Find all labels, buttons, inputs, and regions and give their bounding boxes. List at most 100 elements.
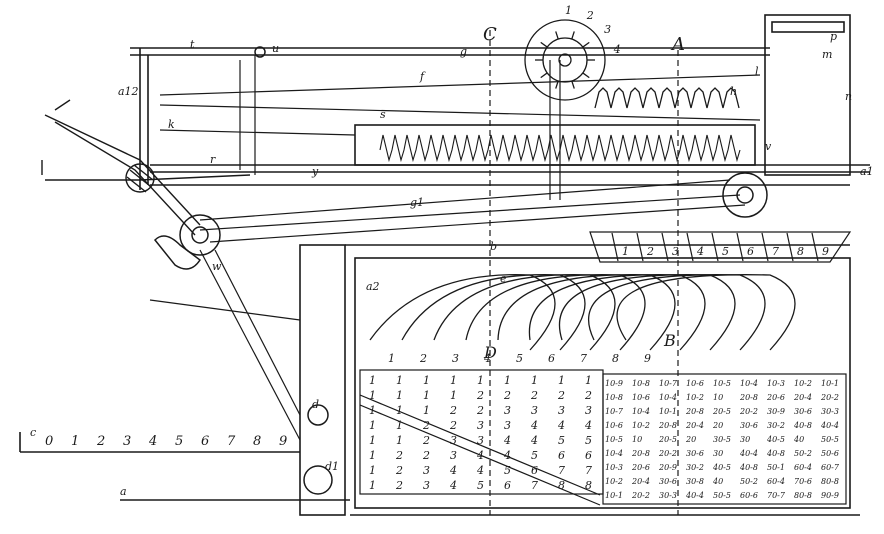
right-table-cell: 20-4 — [631, 477, 650, 486]
fan-divider — [711, 232, 719, 262]
right-table-cell: 40-4 — [739, 449, 758, 458]
left-table-cell: 1 — [369, 479, 376, 492]
right-table-cell: 20-2 — [631, 491, 650, 500]
arc-digit: 1 — [388, 352, 395, 365]
label-d: d — [312, 398, 319, 411]
left-table-cell: 7 — [558, 464, 565, 477]
left-table-cell: 4 — [530, 419, 538, 432]
label-t: t — [190, 38, 195, 51]
gear-tooth — [555, 80, 559, 89]
right-table-cell: 10-5 — [713, 379, 731, 388]
scanning-bar-lower — [359, 404, 601, 506]
right-table-cell: 50-6 — [821, 449, 839, 458]
part-labels: a a1 a2 a12 b c d d1 e f g g1 h k l m n … — [30, 30, 874, 498]
upper-link — [199, 179, 731, 221]
right-table-cell: 80-8 — [821, 477, 839, 486]
crank-scale-digit: 0 — [45, 434, 53, 449]
left-table-cell: 2 — [395, 479, 403, 492]
left-table-cell: 3 — [450, 434, 457, 447]
left-table-cell: 1 — [369, 389, 376, 402]
left-table-cell: 6 — [585, 449, 592, 462]
right-table-cell: 30-2 — [767, 421, 785, 430]
rods — [149, 30, 761, 515]
left-table-cell: 4 — [503, 434, 511, 447]
left-table-cell: 1 — [423, 389, 430, 402]
right-table-cell: 20-8 — [685, 407, 704, 416]
left-table-cell: 1 — [369, 404, 376, 417]
right-table-cell: 20-8 — [739, 393, 758, 402]
main-frame — [19, 14, 870, 516]
left-table-cell: 5 — [477, 479, 484, 492]
right-box-lid — [771, 21, 845, 33]
right-table-cell: 20 — [685, 435, 696, 444]
left-table-cell: 2 — [503, 389, 511, 402]
left-table-cell: 1 — [396, 374, 403, 387]
left-table-cell: 4 — [530, 434, 538, 447]
arc-digit: 6 — [548, 352, 555, 365]
left-table-cell: 3 — [423, 464, 430, 477]
right-table-cell: 30-2 — [686, 463, 704, 472]
right-table-cell: 10-3 — [605, 463, 623, 472]
right-table-cell: 30-5 — [713, 435, 731, 444]
right-table-cell: 10-6 — [686, 379, 704, 388]
left-table-cell: 1 — [396, 434, 403, 447]
label-g: g — [460, 45, 467, 58]
left-table-cell: 2 — [449, 419, 457, 432]
left-table-cell: 5 — [531, 449, 538, 462]
left-table-cell: 3 — [504, 419, 511, 432]
left-table-cell: 1 — [450, 389, 457, 402]
label-f: f — [419, 70, 426, 83]
gear-tooth — [571, 80, 575, 89]
fan-divider — [761, 232, 769, 262]
scanning-bar — [359, 394, 601, 496]
left-table-cell: 5 — [585, 434, 592, 447]
arc-digit: 4 — [483, 352, 491, 365]
right-table-cell: 30-6 — [794, 407, 812, 416]
right-table-cell: 20-4 — [685, 421, 704, 430]
fan-digit: 1 — [622, 245, 629, 258]
right-table-cell: 60-7 — [821, 463, 840, 472]
left-table-cell: 1 — [531, 374, 538, 387]
left-table-cell: 5 — [558, 434, 565, 447]
right-table-cell: 40-4 — [820, 421, 839, 430]
arrow-up-left — [54, 99, 71, 111]
label-e: e — [500, 272, 507, 285]
arc-guide — [433, 274, 616, 351]
right-table-cell: 10-3 — [767, 379, 785, 388]
fan-digit: 2 — [646, 245, 654, 258]
left-table-cell: 3 — [477, 434, 484, 447]
long-link-lower — [209, 204, 746, 243]
crank-scale-digit: 2 — [96, 434, 105, 449]
arc-guide — [528, 274, 706, 351]
label-h: h — [730, 85, 737, 98]
crank-scale-digit: 7 — [227, 434, 236, 449]
left-table-cell: 1 — [450, 374, 457, 387]
label-u: u — [272, 42, 279, 55]
gear-rim — [524, 19, 606, 101]
right-table-cell: 20-6 — [631, 463, 650, 472]
arc-guide — [465, 274, 646, 351]
label-r: r — [210, 153, 216, 166]
wheel-digit: 1 — [565, 4, 572, 17]
gear-tooth — [555, 31, 559, 40]
label-l: l — [755, 65, 759, 78]
label-y: y — [311, 165, 319, 178]
diagonal-strut — [199, 249, 301, 441]
left-table-cell: 2 — [449, 404, 457, 417]
right-table-cell: 10-2 — [686, 393, 704, 402]
crank-scale-digit: 8 — [253, 434, 261, 449]
left-table-cell: 3 — [531, 404, 538, 417]
left-table-cell: 1 — [504, 374, 511, 387]
right-table-cell: 40-4 — [685, 491, 704, 500]
crank-scale-digit: 4 — [148, 434, 157, 449]
left-table-cell: 2 — [395, 464, 403, 477]
fan-divider — [661, 232, 669, 262]
right-table-cell: 10-8 — [605, 393, 623, 402]
right-table-cell: 10-4 — [740, 379, 758, 388]
left-table-cell: 2 — [422, 449, 430, 462]
left-table-cell: 4 — [476, 464, 484, 477]
section-letter-b: B — [663, 331, 676, 350]
right-table-cell: 20 — [712, 421, 723, 430]
